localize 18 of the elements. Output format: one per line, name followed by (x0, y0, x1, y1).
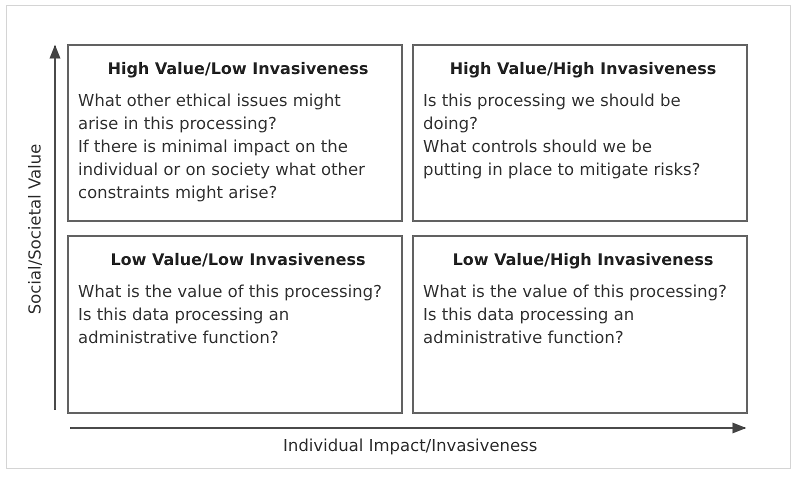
question-text: If there is minimal impact on the individual or on society what other constraints might arise? (78, 136, 366, 204)
axis-label: Social/Societal Value (24, 144, 45, 314)
question-text: Is this processing we should be doing? (423, 90, 682, 135)
quadrant-box (67, 235, 403, 414)
question-text: Is this data processing an administrative function? (423, 304, 636, 349)
question-text: What other ethical issues might arise in this processing? (78, 90, 342, 135)
question-text: What controls should we be putting in place to mitigate risks? (423, 136, 702, 181)
question-text: Is this data processing an administrative function? (78, 304, 290, 349)
quadrant-heading: Low Value/High Invasiveness (452, 249, 714, 271)
quadrant-heading: Low Value/Low Invasiveness (109, 249, 367, 271)
quadrant-box (412, 44, 748, 222)
quadrant-heading: High Value/Low Invasiveness (106, 58, 370, 80)
quadrant-heading: High Value/High Invasiveness (448, 58, 718, 80)
quadrant-box (67, 44, 403, 222)
question-text: What is the value of this processing? (423, 281, 728, 303)
question-text: What is the value of this processing? (78, 281, 383, 303)
axis-label: Individual Impact/Invasiveness (283, 435, 538, 457)
quadrant-box (412, 235, 748, 414)
